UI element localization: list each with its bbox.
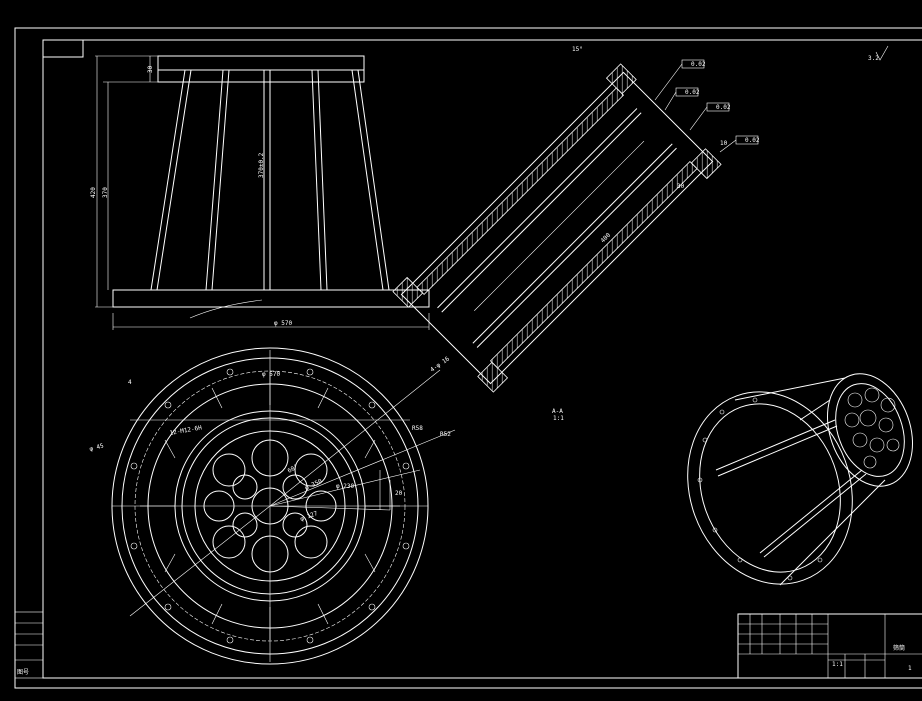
- top-dim-c2: φ 230: [336, 483, 354, 490]
- tolerance-3: 0.02: [716, 104, 731, 111]
- top-dim-outer: φ 570: [262, 371, 280, 378]
- section-scale: 1:1: [553, 415, 564, 422]
- top-dim-w: 20: [395, 490, 403, 497]
- dim-height-inner: 370: [102, 187, 109, 198]
- title-scale: 1:1: [832, 661, 843, 668]
- roughness-symbol: 3.2: [868, 45, 889, 62]
- front-view: 30 420 370 370±0.2 φ 570: [90, 55, 430, 330]
- top-dim-bolt: 4-φ 16: [429, 355, 451, 373]
- dim-top: 30: [147, 65, 154, 73]
- top-dim-angle: 60°: [287, 463, 300, 474]
- top-dim-x: 4: [128, 379, 132, 386]
- title-sheet: 1: [908, 665, 912, 672]
- dim-mid: 370±0.2: [258, 152, 265, 178]
- left-strip-label: 图号: [17, 669, 29, 676]
- section-dim-small: 10: [720, 140, 728, 147]
- section-dim-width: 30: [677, 183, 685, 190]
- section-view: 15° 400 30 10 0.02 0.02 0.02 0.02 A-A 1:…: [392, 46, 760, 422]
- sheet-border: [14, 27, 922, 689]
- section-label: A-A: [552, 408, 563, 415]
- top-dim-c4: φ 127: [299, 510, 319, 523]
- dim-height-outer: 420: [90, 187, 97, 198]
- left-strip: 图号: [14, 611, 44, 679]
- tolerance-1: 0.02: [691, 61, 706, 68]
- top-dim-c3: φ 350: [304, 478, 324, 492]
- section-dim-angle: 15°: [572, 46, 583, 53]
- top-dim-r2: R52: [440, 431, 451, 438]
- isometric-view: [687, 373, 914, 586]
- top-dim-r1: R58: [412, 425, 423, 432]
- top-view: φ 570 4-φ 16 12-M12-6H R58 R52 φ 45 φ 23…: [89, 347, 456, 665]
- tolerance-2: 0.02: [685, 89, 700, 96]
- roughness-label: 3.2: [868, 55, 879, 62]
- tolerance-4: 0.02: [745, 137, 760, 144]
- dim-base: φ 570: [274, 320, 292, 327]
- top-dim-holes: 12-M12-6H: [169, 424, 203, 437]
- title-name: 筛筒: [893, 644, 905, 652]
- top-dim-c1: φ 45: [89, 442, 105, 453]
- title-block: 筛筒 1:1 1: [737, 613, 922, 679]
